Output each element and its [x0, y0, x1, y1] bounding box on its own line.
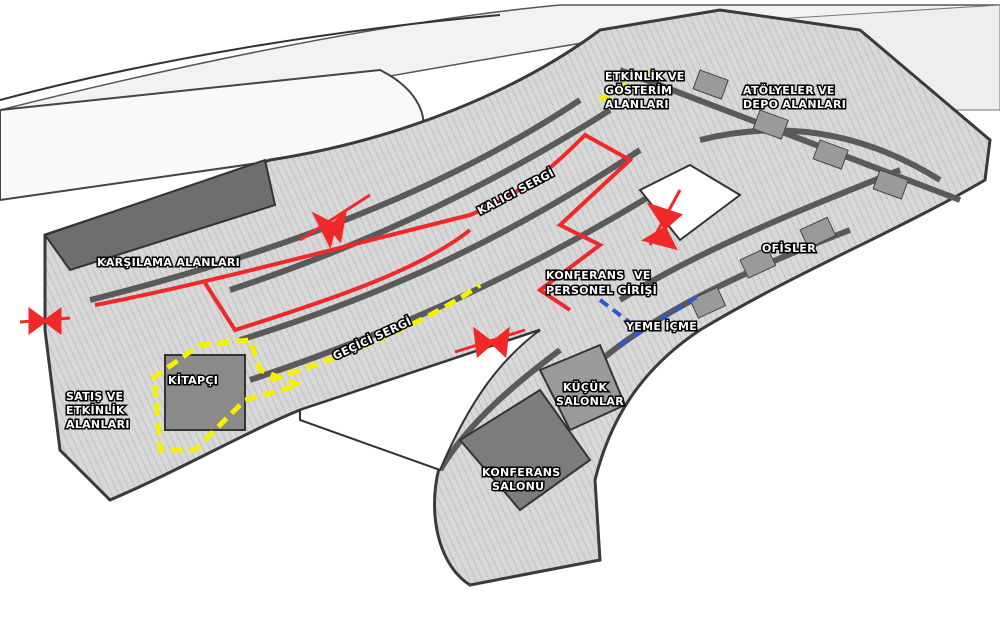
permanent-route-branch: [203, 228, 472, 333]
entrance-markers: [19, 189, 683, 359]
label-konferans-3: PERSONEL GİRİŞİ: [546, 283, 657, 297]
label-salonu-2: SALONU: [492, 480, 544, 493]
karsilama-block: [43, 158, 277, 272]
kitapci-room: [164, 354, 246, 431]
label-kitapci: KİTAPÇI: [168, 373, 218, 387]
label-etkinlik-2: GÖSTERİM: [605, 83, 672, 97]
label-etkinlik-1: ETKİNLİK VE: [605, 69, 685, 83]
label-satis-1: SATIŞ VE: [66, 390, 123, 403]
label-kucuk-2: SALONLAR: [556, 395, 624, 408]
entrance-arrow-icon: [299, 193, 371, 250]
label-ofisler: OFİSLER: [762, 241, 816, 255]
entrance-arrow-icon: [641, 189, 683, 251]
room-cells: [689, 69, 909, 319]
label-konferans-2: VE: [634, 269, 651, 282]
label-karsilama: KARŞILAMA ALANLARI: [97, 256, 240, 269]
konferans-salonu-room: [458, 388, 592, 512]
label-atolyeler-2: DEPO ALANLARI: [743, 98, 846, 111]
label-konferans-1: KONFERANS: [546, 269, 624, 282]
dining-route: [598, 293, 702, 347]
entrance-arrow-icon: [454, 326, 526, 359]
label-satis-3: ALANLARI: [66, 418, 130, 431]
temporary-exhibition-route: [148, 67, 652, 453]
permanent-exhibition-route: [94, 132, 634, 312]
label-yeme-icme: YEME İÇME: [625, 319, 697, 333]
courtyard-south: [299, 329, 541, 472]
label-satis-2: ETKİNLİK: [66, 403, 125, 417]
label-etkinlik-3: ALANLARI: [605, 98, 669, 111]
site-curve: [0, 14, 501, 101]
label-atolyeler-1: ATÖLYELER VE: [743, 83, 835, 97]
label-kucuk-1: KÜÇÜK: [563, 380, 607, 394]
entrance-arrow-icon: [19, 307, 71, 335]
kucuk-salonlar-room: [538, 343, 627, 432]
label-salonu-1: KONFERANS: [482, 466, 560, 479]
